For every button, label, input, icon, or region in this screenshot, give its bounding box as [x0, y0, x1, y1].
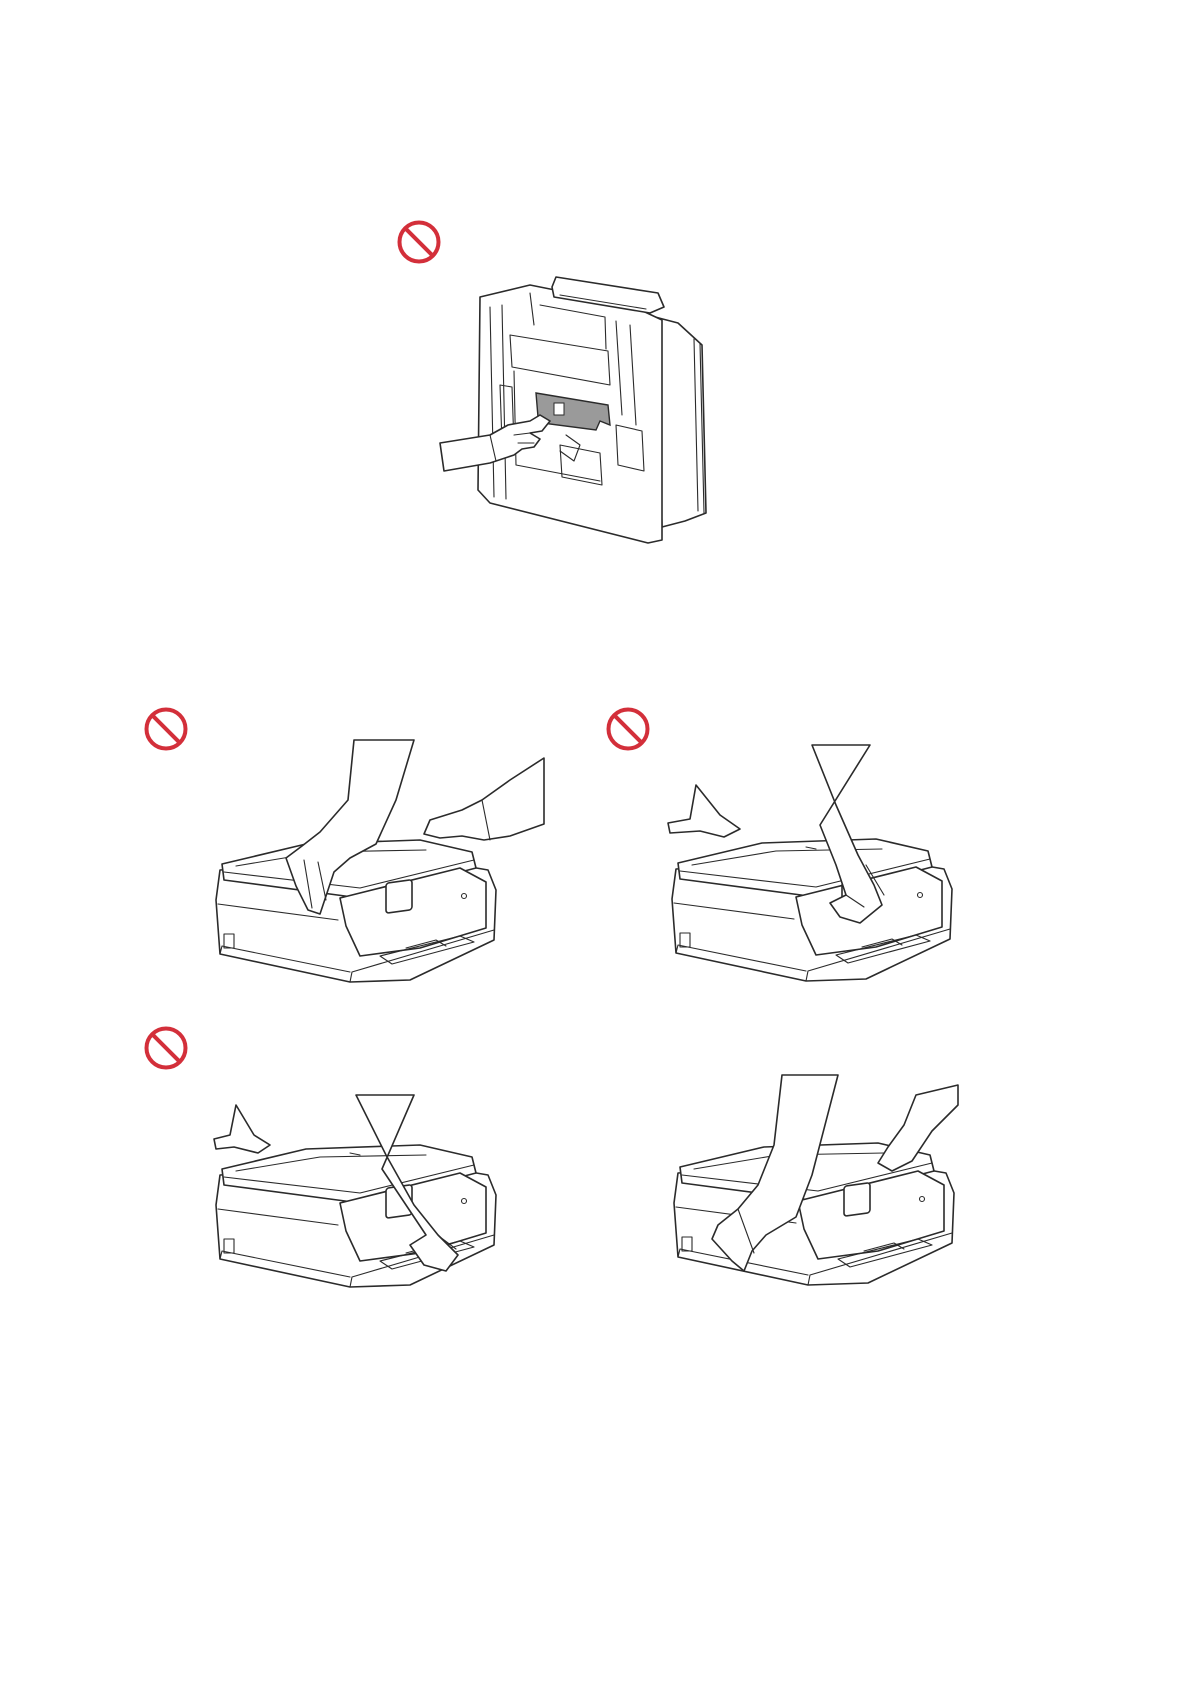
printer-lift-correct-illustration [662, 1075, 962, 1305]
prohibited-icon [143, 706, 189, 752]
prohibited-icon [396, 219, 442, 265]
prohibited-icon [605, 706, 651, 752]
prohibited-icon [143, 1025, 189, 1071]
printer-lift-front-tray-illustration [200, 1095, 500, 1305]
printer-lift-control-panel-illustration [660, 745, 960, 985]
printer-lift-scanner-lid-illustration [200, 740, 550, 990]
printer-back-panel-illustration [430, 275, 730, 550]
